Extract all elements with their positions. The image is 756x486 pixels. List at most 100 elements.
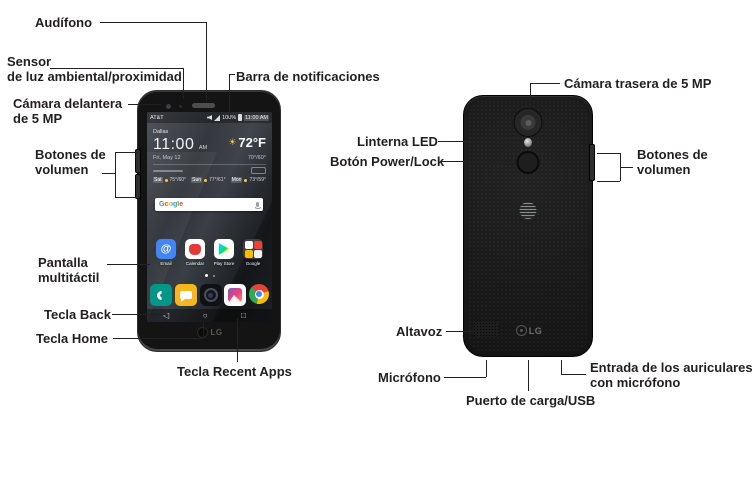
messages-app-icon (174, 284, 197, 306)
label-linterna: Linterna LED (357, 134, 438, 149)
forecast-row: Sat 75°/60° Sun 77°/61° Mon 73°/59° (153, 177, 266, 183)
label-power-lock: Botón Power/Lock (330, 154, 445, 169)
touch-screen: AT&T 100% 11:00 AM Dallas 11:00 AM (147, 112, 272, 322)
power-lock-button (516, 151, 540, 174)
callout-line-puerto (528, 360, 529, 391)
sun-dot-icon (244, 178, 248, 182)
app-row: @ Email Calendar Play Store Google (153, 239, 266, 266)
dock-row (150, 284, 269, 306)
callout-line-audifono (206, 22, 207, 100)
lg-roundel-icon (197, 327, 209, 338)
led-flash-icon (524, 138, 532, 147)
recent-apps-key-icon: □ (241, 310, 246, 320)
front-volume-down-button (135, 174, 141, 199)
label-microfono: Micrófono (378, 370, 441, 385)
mute-icon (207, 115, 213, 120)
home-key-icon: ○ (202, 310, 208, 320)
label-barra-notificaciones: Barra de notificaciones (236, 69, 380, 84)
google-search-bar: Google (155, 198, 263, 211)
label-entrada-auriculares: Entrada de los auriculares con micrófono (590, 360, 753, 390)
google-search-label: Google (159, 201, 184, 208)
label-botones-volumen-front: Botones de volumen (35, 147, 106, 177)
weather-temp: 72°F (238, 135, 266, 150)
callout-line-tecla-recent (237, 318, 238, 362)
callout-line-tecla-home (113, 338, 203, 339)
label-sensor: Sensor de luz ambiental/proximidad (7, 54, 182, 84)
callout-line-sensor (183, 68, 184, 99)
clock-time: 11:00 (153, 136, 195, 153)
callout-line-volumen-back (597, 181, 620, 182)
label-puerto-carga: Puerto de carga/USB (466, 393, 596, 408)
callout-line-microfono (444, 377, 486, 378)
carrier-label: AT&T (150, 114, 164, 121)
status-bar: AT&T 100% 11:00 AM (147, 112, 272, 123)
weather-refresh-pill (251, 167, 266, 174)
forecast-item: Sat 75°/60° (153, 177, 187, 183)
callout-line-tecla-back (112, 314, 167, 315)
callout-line-camara-trasera (530, 83, 531, 107)
weather-widget: Dallas 11:00 AM ☀ 72°F Fri, May 12 70°/6… (153, 129, 266, 183)
label-tecla-recent: Tecla Recent Apps (177, 364, 292, 379)
weather-hilo: 70°/60° (247, 155, 266, 161)
chrome-app-icon (249, 284, 269, 304)
camera-app-icon (199, 284, 222, 306)
callout-line-entrada (561, 360, 562, 374)
front-volume-up-button (135, 149, 141, 173)
label-camara-delantera: Cámara delantera de 5 MP (13, 96, 123, 126)
callout-line-barra (229, 74, 235, 75)
mic-icon (254, 202, 261, 209)
battery-icon (238, 114, 243, 121)
callout-line-volumen-front (115, 197, 137, 198)
app-play-store: Play Store (211, 239, 237, 266)
app-calendar: Calendar (182, 239, 208, 266)
forecast-item: Mon 73°/59° (230, 177, 266, 183)
callout-line-camara-delantera (128, 104, 161, 105)
label-pantalla: Pantalla multitáctil (38, 255, 100, 285)
play-store-icon (214, 239, 234, 259)
sun-dot-icon (164, 178, 168, 182)
phone-back-view: LG (463, 95, 595, 357)
callout-line-linterna (438, 141, 521, 142)
rear-camera-icon (513, 108, 543, 137)
callout-line-volumen-back (597, 153, 620, 154)
att-globe-logo (519, 202, 537, 219)
calendar-icon (185, 239, 205, 259)
forecast-item: Sun 77°/61° (191, 177, 226, 183)
callout-line-power (441, 161, 515, 162)
page-dot (212, 274, 215, 277)
page-dot-active (204, 274, 208, 277)
label-altavoz: Altavoz (396, 324, 443, 339)
speaker-grille-icon (473, 322, 499, 337)
label-tecla-home: Tecla Home (36, 331, 109, 346)
back-key-icon: ◁ (163, 310, 170, 320)
phone-app-icon (150, 284, 172, 306)
callout-line-entrada (561, 374, 586, 375)
callout-line-tecla-home (203, 322, 204, 338)
callout-line-volumen-front (115, 152, 116, 197)
lg-roundel-icon (515, 325, 527, 336)
signal-icon (214, 114, 221, 121)
sun-icon: ☀ (228, 137, 237, 147)
back-volume-buttons (589, 144, 595, 181)
lg-logo-back: LG (464, 325, 594, 336)
callout-line-volumen-front (115, 152, 137, 153)
weather-source-bar (153, 169, 183, 172)
clock-ampm: AM (198, 145, 208, 151)
callout-line-volumen-back (620, 167, 633, 168)
earpiece-icon (192, 103, 215, 108)
callout-line-audifono (100, 22, 206, 23)
callout-line-microfono (486, 360, 487, 377)
callout-line-camara-trasera (530, 83, 560, 84)
navigation-bar: ◁ ○ □ (147, 309, 272, 322)
front-chin: LG (138, 327, 282, 338)
callout-line-sensor (50, 68, 183, 69)
callout-line-volumen-front (102, 173, 115, 174)
page-indicator (147, 274, 272, 277)
callout-line-pantalla (107, 264, 150, 265)
lg-logo-front: LG (210, 328, 223, 337)
status-time: 11:00 AM (244, 114, 269, 121)
app-google-folder: Google (240, 239, 266, 266)
proximity-sensor-icon (179, 105, 182, 108)
label-tecla-back: Tecla Back (44, 307, 111, 322)
